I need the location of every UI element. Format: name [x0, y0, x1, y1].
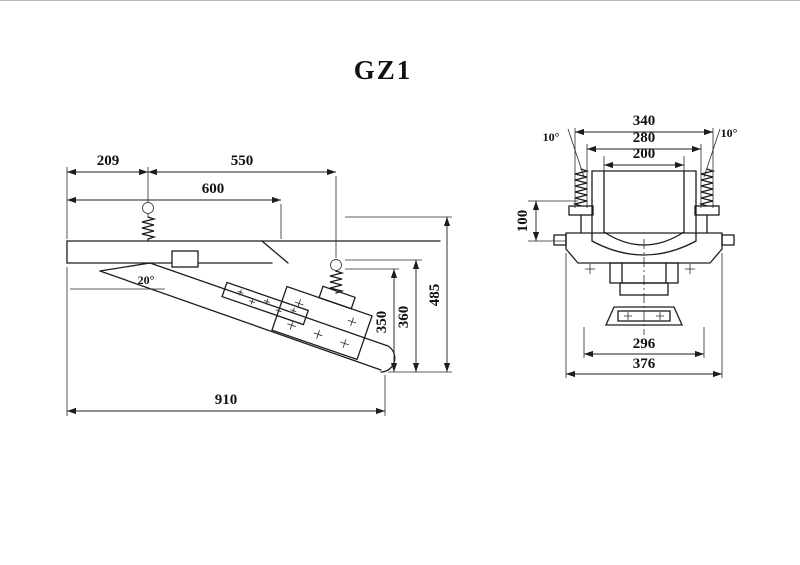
side-tab-left — [553, 234, 567, 246]
feeder-pan-bottom-edge — [99, 270, 382, 371]
rear-suspension — [329, 259, 345, 294]
dim-100: 100 — [515, 210, 531, 233]
dim-376: 376 — [633, 356, 656, 372]
dim-350: 350 — [374, 311, 390, 334]
drawing-title: GZ1 — [354, 55, 413, 85]
dim-600: 600 — [202, 181, 225, 197]
hanger-hook-icon — [330, 259, 342, 271]
coil-spring-left-icon — [572, 168, 590, 207]
dim-485: 485 — [427, 284, 443, 307]
spring-seat-right — [694, 205, 720, 216]
side-view: 209 550 600 910 485 360 350 20° — [66, 153, 452, 416]
side-view-body — [66, 240, 441, 373]
coil-spring-right-icon — [698, 168, 716, 207]
hanger-hook-icon — [142, 202, 154, 214]
dim-280: 280 — [633, 130, 656, 146]
end-dimension-lines — [532, 128, 722, 378]
dim-360: 360 — [396, 306, 412, 329]
spring-seat-left — [568, 205, 594, 216]
coil-spring-icon — [329, 270, 345, 294]
trough-bottom-outer-arc — [591, 240, 697, 256]
angle-20: 20° — [138, 273, 155, 287]
dim-209: 209 — [97, 153, 120, 169]
discharge-lip — [380, 345, 396, 373]
dim-340: 340 — [633, 113, 656, 129]
bolt-marks — [287, 299, 357, 348]
side-tab-right — [721, 234, 735, 246]
front-suspension — [141, 202, 157, 242]
support-bracket — [609, 262, 679, 296]
end-extension-lines-bottom — [528, 156, 723, 378]
nameplate — [171, 250, 199, 268]
side-dimension-lines — [67, 168, 451, 415]
dim-200: 200 — [633, 146, 656, 162]
base-pedestal — [604, 306, 684, 326]
angle-10-right: 10° — [721, 126, 738, 140]
angle-10-left: 10° — [543, 130, 560, 144]
dim-910: 910 — [215, 392, 238, 408]
end-view: 340 280 200 100 296 376 10° 10° — [515, 113, 738, 378]
feeder-deck — [221, 281, 310, 326]
trough-cross-section — [591, 170, 697, 256]
dim-550: 550 — [231, 153, 254, 169]
feeder-pan-top-edge — [149, 262, 389, 347]
vibrator-box — [271, 285, 373, 361]
angle-line-right — [703, 128, 721, 178]
coil-spring-icon — [141, 216, 157, 242]
dim-296: 296 — [633, 336, 656, 352]
bolt-marks — [585, 264, 695, 320]
